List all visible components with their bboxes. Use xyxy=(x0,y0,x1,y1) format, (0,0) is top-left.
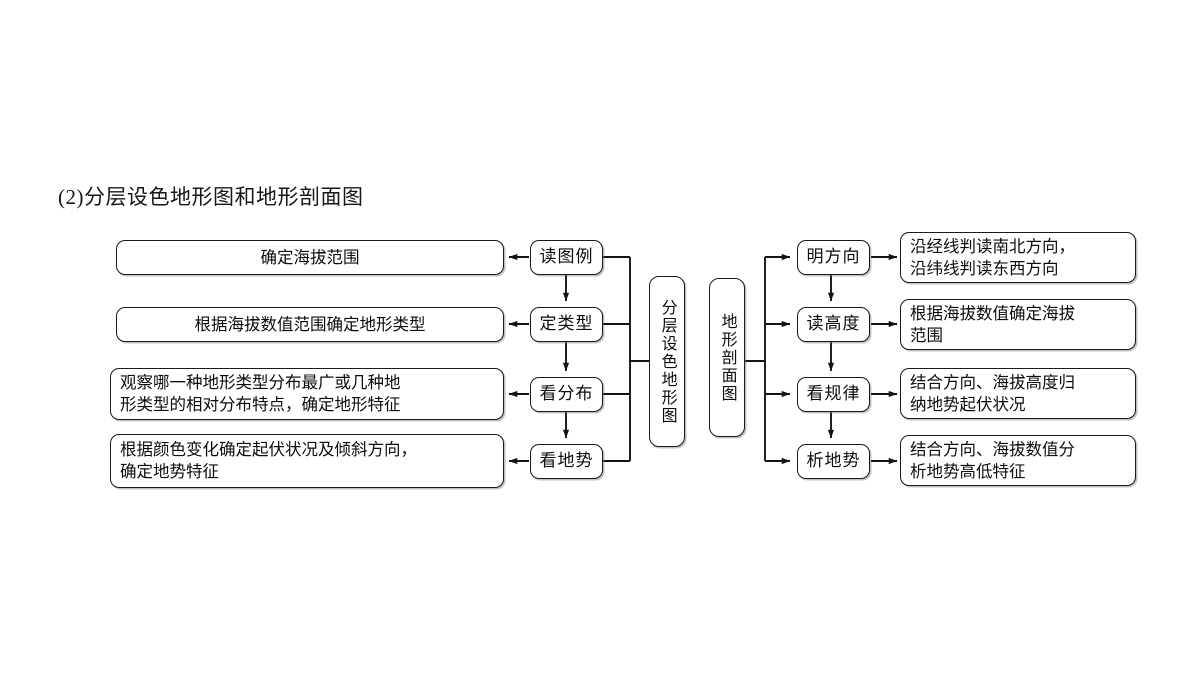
detail-line: 确定地势特征 xyxy=(120,462,219,481)
detail-box-relief: 根据颜色变化确定起伏状况及倾斜方向， 确定地势特征 xyxy=(110,434,504,488)
step-label: 定类型 xyxy=(539,314,594,334)
detail-text: 确定海拔范围 xyxy=(260,247,360,267)
spine-label: 地形剖面图 xyxy=(718,312,736,403)
detail-line: 结合方向、海拔高度归 xyxy=(910,372,1075,392)
step-box-set-type: 定类型 xyxy=(530,307,603,342)
step-label: 看规律 xyxy=(806,384,861,404)
detail-line: 纳地势起伏状况 xyxy=(910,394,1026,414)
spine-label: 分层设色地形图 xyxy=(658,298,676,425)
detail-line: 析地势高低特征 xyxy=(910,461,1026,481)
step-label: 析地势 xyxy=(806,451,861,471)
detail-line: 根据海拔数值确定海拔 xyxy=(910,303,1075,323)
step-box-direction: 明方向 xyxy=(797,240,870,275)
detail-line: 根据颜色变化确定起伏状况及倾斜方向， xyxy=(120,440,417,460)
step-label: 读图例 xyxy=(539,247,594,267)
detail-box-distribution: 观察哪一种地形类型分布最广或几种地 形类型的相对分布特点，确定地形特征 xyxy=(110,368,504,420)
step-box-height: 读高度 xyxy=(797,307,870,342)
step-label: 明方向 xyxy=(806,247,861,267)
step-label: 看地势 xyxy=(539,451,594,471)
detail-text: 结合方向、海拔高度归 纳地势起伏状况 xyxy=(910,372,1075,416)
detail-box-altitude-range: 确定海拔范围 xyxy=(116,240,504,275)
detail-line: 沿经线判读南北方向， xyxy=(910,236,1075,256)
step-box-pattern: 看规律 xyxy=(797,377,870,412)
detail-box-pattern: 结合方向、海拔高度归 纳地势起伏状况 xyxy=(900,368,1136,419)
detail-line: 观察哪一种地形类型分布最广或几种地 xyxy=(120,373,401,393)
page-title: (2)分层设色地形图和地形剖面图 xyxy=(58,185,364,209)
step-box-see-relief: 看地势 xyxy=(530,444,603,479)
detail-box-direction: 沿经线判读南北方向， 沿纬线判读东西方向 xyxy=(900,232,1136,283)
step-label: 读高度 xyxy=(806,314,861,334)
detail-line: 范围 xyxy=(910,325,943,345)
detail-box-landform-type: 根据海拔数值范围确定地形类型 xyxy=(116,307,504,342)
step-box-read-legend: 读图例 xyxy=(530,240,603,275)
detail-box-height: 根据海拔数值确定海拔 范围 xyxy=(900,299,1136,350)
detail-box-analyze-relief: 结合方向、海拔数值分 析地势高低特征 xyxy=(900,435,1136,486)
spine-box-topographic-profile: 地形剖面图 xyxy=(709,278,745,437)
detail-line: 结合方向、海拔数值分 xyxy=(910,439,1075,459)
spine-box-layered-color-relief-map: 分层设色地形图 xyxy=(649,276,685,447)
step-box-analyze-relief: 析地势 xyxy=(797,444,870,479)
detail-line: 沿纬线判读东西方向 xyxy=(910,258,1059,278)
detail-text: 结合方向、海拔数值分 析地势高低特征 xyxy=(910,439,1075,483)
step-label: 看分布 xyxy=(539,384,594,404)
detail-text: 观察哪一种地形类型分布最广或几种地 形类型的相对分布特点，确定地形特征 xyxy=(120,372,401,416)
detail-text: 根据颜色变化确定起伏状况及倾斜方向， 确定地势特征 xyxy=(120,439,417,483)
detail-text: 沿经线判读南北方向， 沿纬线判读东西方向 xyxy=(910,236,1075,280)
detail-text: 根据海拔数值范围确定地形类型 xyxy=(194,314,426,334)
detail-text: 根据海拔数值确定海拔 范围 xyxy=(910,303,1075,347)
detail-line: 形类型的相对分布特点，确定地形特征 xyxy=(120,395,401,414)
step-box-see-distribution: 看分布 xyxy=(530,377,603,412)
